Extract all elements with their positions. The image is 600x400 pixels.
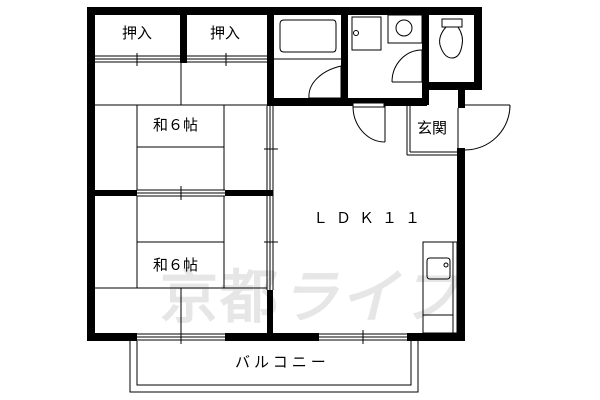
watermark-kana: ライフ bbox=[280, 263, 461, 331]
room-label-balcony: バルコニー bbox=[235, 353, 330, 371]
room-label-washitsu-2: 和６帖 bbox=[153, 256, 199, 274]
room-label-ldk: ＬＤＫ１１ bbox=[313, 209, 429, 227]
room-label-closet-1: 押入 bbox=[122, 24, 153, 42]
closet-doors bbox=[95, 53, 267, 66]
walls bbox=[87, 7, 482, 341]
washroom bbox=[351, 14, 425, 143]
toilet bbox=[439, 18, 463, 59]
room-label-entrance: 玄関 bbox=[417, 119, 448, 137]
fusuma-divider bbox=[137, 186, 225, 200]
bathroom bbox=[274, 19, 344, 99]
room-label-washitsu-1: 和６帖 bbox=[153, 116, 199, 134]
entrance bbox=[406, 104, 511, 156]
ldk-partition bbox=[264, 106, 278, 290]
balcony-railing bbox=[129, 341, 419, 393]
tatami-room-2 bbox=[95, 196, 267, 333]
room-label-closet-2: 押入 bbox=[210, 24, 241, 42]
watermark: 京都ライフ bbox=[160, 268, 460, 326]
balcony-windows bbox=[137, 330, 407, 344]
kitchen-counter bbox=[422, 241, 458, 334]
tatami-room-1 bbox=[95, 63, 267, 190]
watermark-kanji: 京都 bbox=[160, 263, 281, 331]
